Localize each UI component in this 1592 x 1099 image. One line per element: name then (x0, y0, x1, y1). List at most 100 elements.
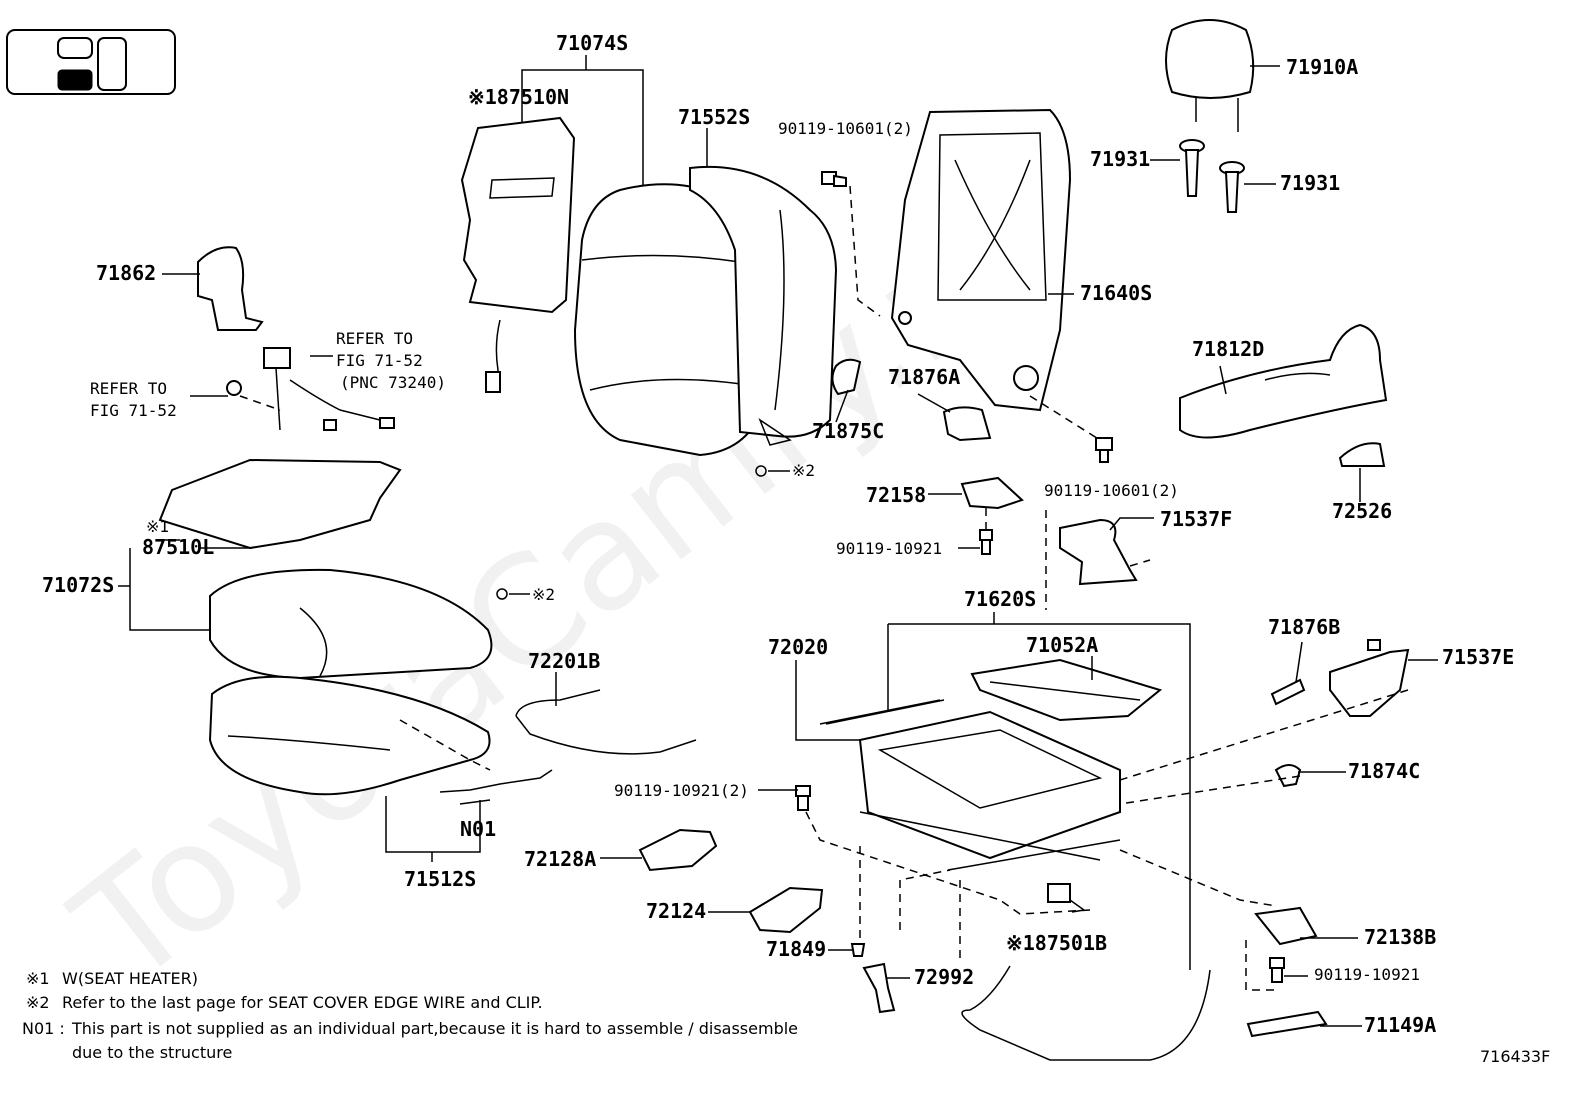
figure-code: 716433F (1480, 1047, 1550, 1066)
label-71620s[interactable]: 71620S (964, 587, 1036, 611)
headrest-drawing (1165, 19, 1255, 132)
label-87501b[interactable]: ※187501B (1006, 931, 1107, 955)
note-3-text-2: due to the structure (72, 1043, 232, 1062)
cover-72526-drawing (1338, 442, 1386, 467)
note-2-text: Refer to the last page for SEAT COVER ED… (62, 993, 543, 1012)
part-labels: 71074S ※187510N 71552S 90119-10601(2) 71… (42, 31, 1514, 1037)
bracket-72992-drawing (862, 962, 896, 1014)
label-90119-10601-mid[interactable]: 90119-10601(2) (1044, 481, 1179, 500)
label-71931-b[interactable]: 71931 (1280, 171, 1340, 195)
refer-to-notes: REFER TO FIG 71-52 (PNC 73240) REFER TO … (90, 329, 446, 420)
clip-a-drawing (755, 465, 767, 477)
note-1-text: W(SEAT HEATER) (62, 969, 198, 988)
label-71552s[interactable]: 71552S (678, 105, 750, 129)
label-71849[interactable]: 71849 (766, 937, 826, 961)
cover-71862-drawing (197, 246, 264, 331)
label-n01[interactable]: N01 (460, 817, 496, 841)
clip-71849-drawing (850, 943, 866, 957)
leader-lines (118, 55, 1438, 1027)
label-72020[interactable]: 72020 (768, 635, 828, 659)
spring-72020-drawing (825, 699, 945, 725)
label-71862[interactable]: 71862 (96, 261, 156, 285)
label-90119-10921-a[interactable]: 90119-10921 (836, 539, 942, 558)
label-71537e[interactable]: 71537E (1442, 645, 1514, 669)
bracket-71537e-drawing (1329, 648, 1410, 717)
label-72201b[interactable]: 72201B (528, 649, 600, 673)
refer-1-line2[interactable]: FIG 71-52 (336, 351, 423, 370)
note-3-mark: N01 : (22, 1019, 65, 1038)
bolt-90119-10921-b-drawing (1269, 957, 1285, 983)
label-72158[interactable]: 72158 (866, 483, 926, 507)
bracket-71537f-drawing (1059, 518, 1138, 586)
bolt-90119-10601-mid-drawing (1095, 437, 1113, 463)
label-71149a[interactable]: 71149A (1364, 1013, 1436, 1037)
cover-72138b-drawing (1254, 906, 1318, 946)
seat-heater-87510l-drawing (158, 458, 402, 550)
label-90119-10921-b[interactable]: 90119-10921 (1314, 965, 1420, 984)
note-2-mark: ※2 (26, 993, 50, 1012)
headrest-support-b-drawing (1219, 161, 1245, 213)
label-87510l-mark: ※1 (146, 517, 169, 536)
cover-71876b-drawing (1270, 678, 1306, 706)
label-71074s[interactable]: 71074S (556, 31, 628, 55)
label-71876b[interactable]: 71876B (1268, 615, 1340, 639)
label-90119-10921-2[interactable]: 90119-10921(2) (614, 781, 749, 800)
seat-adjuster-drawing (819, 699, 1121, 871)
label-71874c[interactable]: 71874C (1348, 759, 1420, 783)
cover-72128a-drawing (638, 828, 718, 872)
label-72124[interactable]: 72124 (646, 899, 706, 923)
label-clip-a[interactable]: ※2 (792, 461, 815, 480)
footnotes: ※1 W(SEAT HEATER) ※2 Refer to the last p… (22, 969, 798, 1062)
seat-cushion-cover-drawing (209, 568, 493, 680)
label-71910a[interactable]: 71910A (1286, 55, 1358, 79)
label-72138b[interactable]: 72138B (1364, 925, 1436, 949)
seat-belt-buckle-drawing (226, 347, 395, 431)
label-71072s[interactable]: 71072S (42, 573, 114, 597)
bolt-90119-10601-top-drawing (821, 171, 847, 187)
label-71052a[interactable]: 71052A (1026, 633, 1098, 657)
label-71876a[interactable]: 71876A (888, 365, 960, 389)
refer-1-line1[interactable]: REFER TO (336, 329, 413, 348)
refer-2-line2[interactable]: FIG 71-52 (90, 401, 177, 420)
label-clip-b[interactable]: ※2 (532, 585, 555, 604)
label-72992[interactable]: 72992 (914, 965, 974, 989)
cover-72124-drawing (748, 886, 824, 934)
hinge-cover-71875c-drawing (831, 358, 862, 396)
label-72128a[interactable]: 72128A (524, 847, 596, 871)
cover-71149a-drawing (1246, 1010, 1328, 1038)
refer-2-line1[interactable]: REFER TO (90, 379, 167, 398)
hinge-cover-71876a-drawing (942, 406, 992, 442)
label-87510l[interactable]: 87510L (142, 535, 214, 559)
edge-wire-72201b-drawing (515, 689, 697, 755)
side-shield-drawing (1179, 323, 1388, 439)
bolt-90119-10921-a-drawing (979, 529, 993, 555)
seatback-heater-drawing (460, 116, 576, 393)
clip-b-drawing (496, 588, 508, 600)
label-71640s[interactable]: 71640S (1080, 281, 1152, 305)
label-71537f[interactable]: 71537F (1160, 507, 1232, 531)
label-72526[interactable]: 72526 (1332, 499, 1392, 523)
note-3-text-1: This part is not supplied as an individu… (71, 1019, 798, 1038)
bolt-90119-10921-2-drawing (795, 785, 811, 811)
note-1-mark: ※1 (26, 969, 50, 988)
bolt-71537e-drawing (1367, 639, 1381, 651)
label-71931-a[interactable]: 71931 (1090, 147, 1150, 171)
harness-n01-drawing (439, 769, 553, 805)
seat-heater-switch-87501b-drawing (1047, 883, 1086, 913)
cap-71874c-drawing (1274, 764, 1302, 788)
lumbar-wire-71052a-drawing (970, 658, 1163, 722)
seat-cushion-pad-drawing (208, 675, 491, 796)
label-90119-10601-top[interactable]: 90119-10601(2) (778, 119, 913, 138)
label-71812d[interactable]: 71812D (1192, 337, 1264, 361)
headrest-support-a-drawing (1179, 139, 1205, 197)
seat-position-indicator (6, 29, 176, 95)
label-87510n[interactable]: ※187510N (468, 85, 569, 109)
bracket-72158-drawing (960, 476, 1024, 510)
label-71512s[interactable]: 71512S (404, 867, 476, 891)
label-71875c[interactable]: 71875C (812, 419, 884, 443)
cable-drawing (961, 965, 1211, 1061)
refer-1-line3: (PNC 73240) (340, 373, 446, 392)
dashed-lines (239, 185, 1409, 991)
seatback-pad-drawing (689, 165, 838, 446)
